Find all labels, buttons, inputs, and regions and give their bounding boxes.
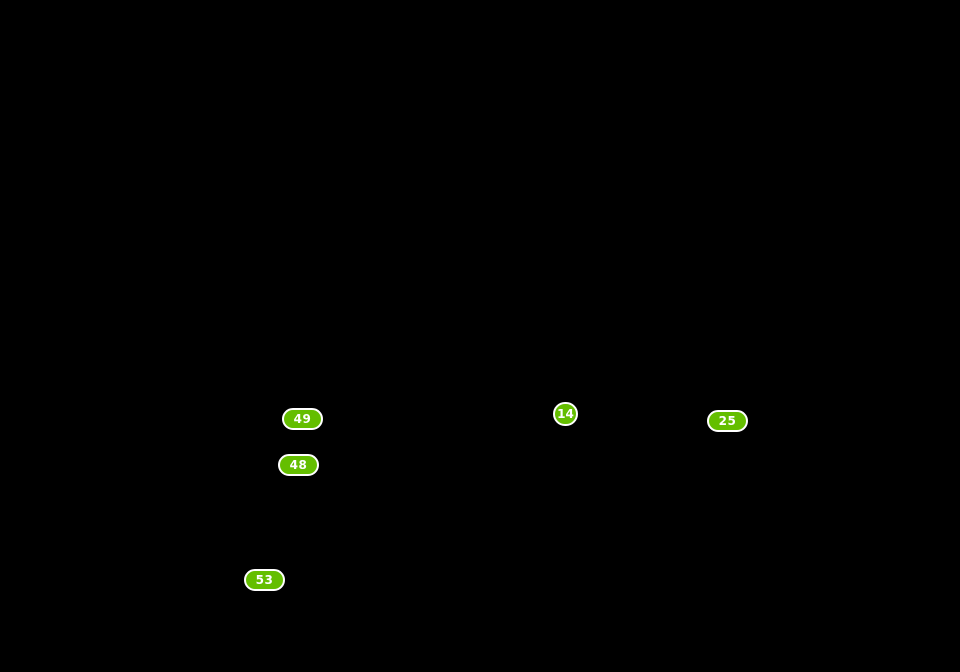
map-marker-48[interactable]: 48 xyxy=(278,454,319,476)
map-marker-14[interactable]: 14 xyxy=(553,402,578,426)
map-marker-53[interactable]: 53 xyxy=(244,569,285,591)
map-marker-49[interactable]: 49 xyxy=(282,408,323,430)
map-marker-25[interactable]: 25 xyxy=(707,410,748,432)
